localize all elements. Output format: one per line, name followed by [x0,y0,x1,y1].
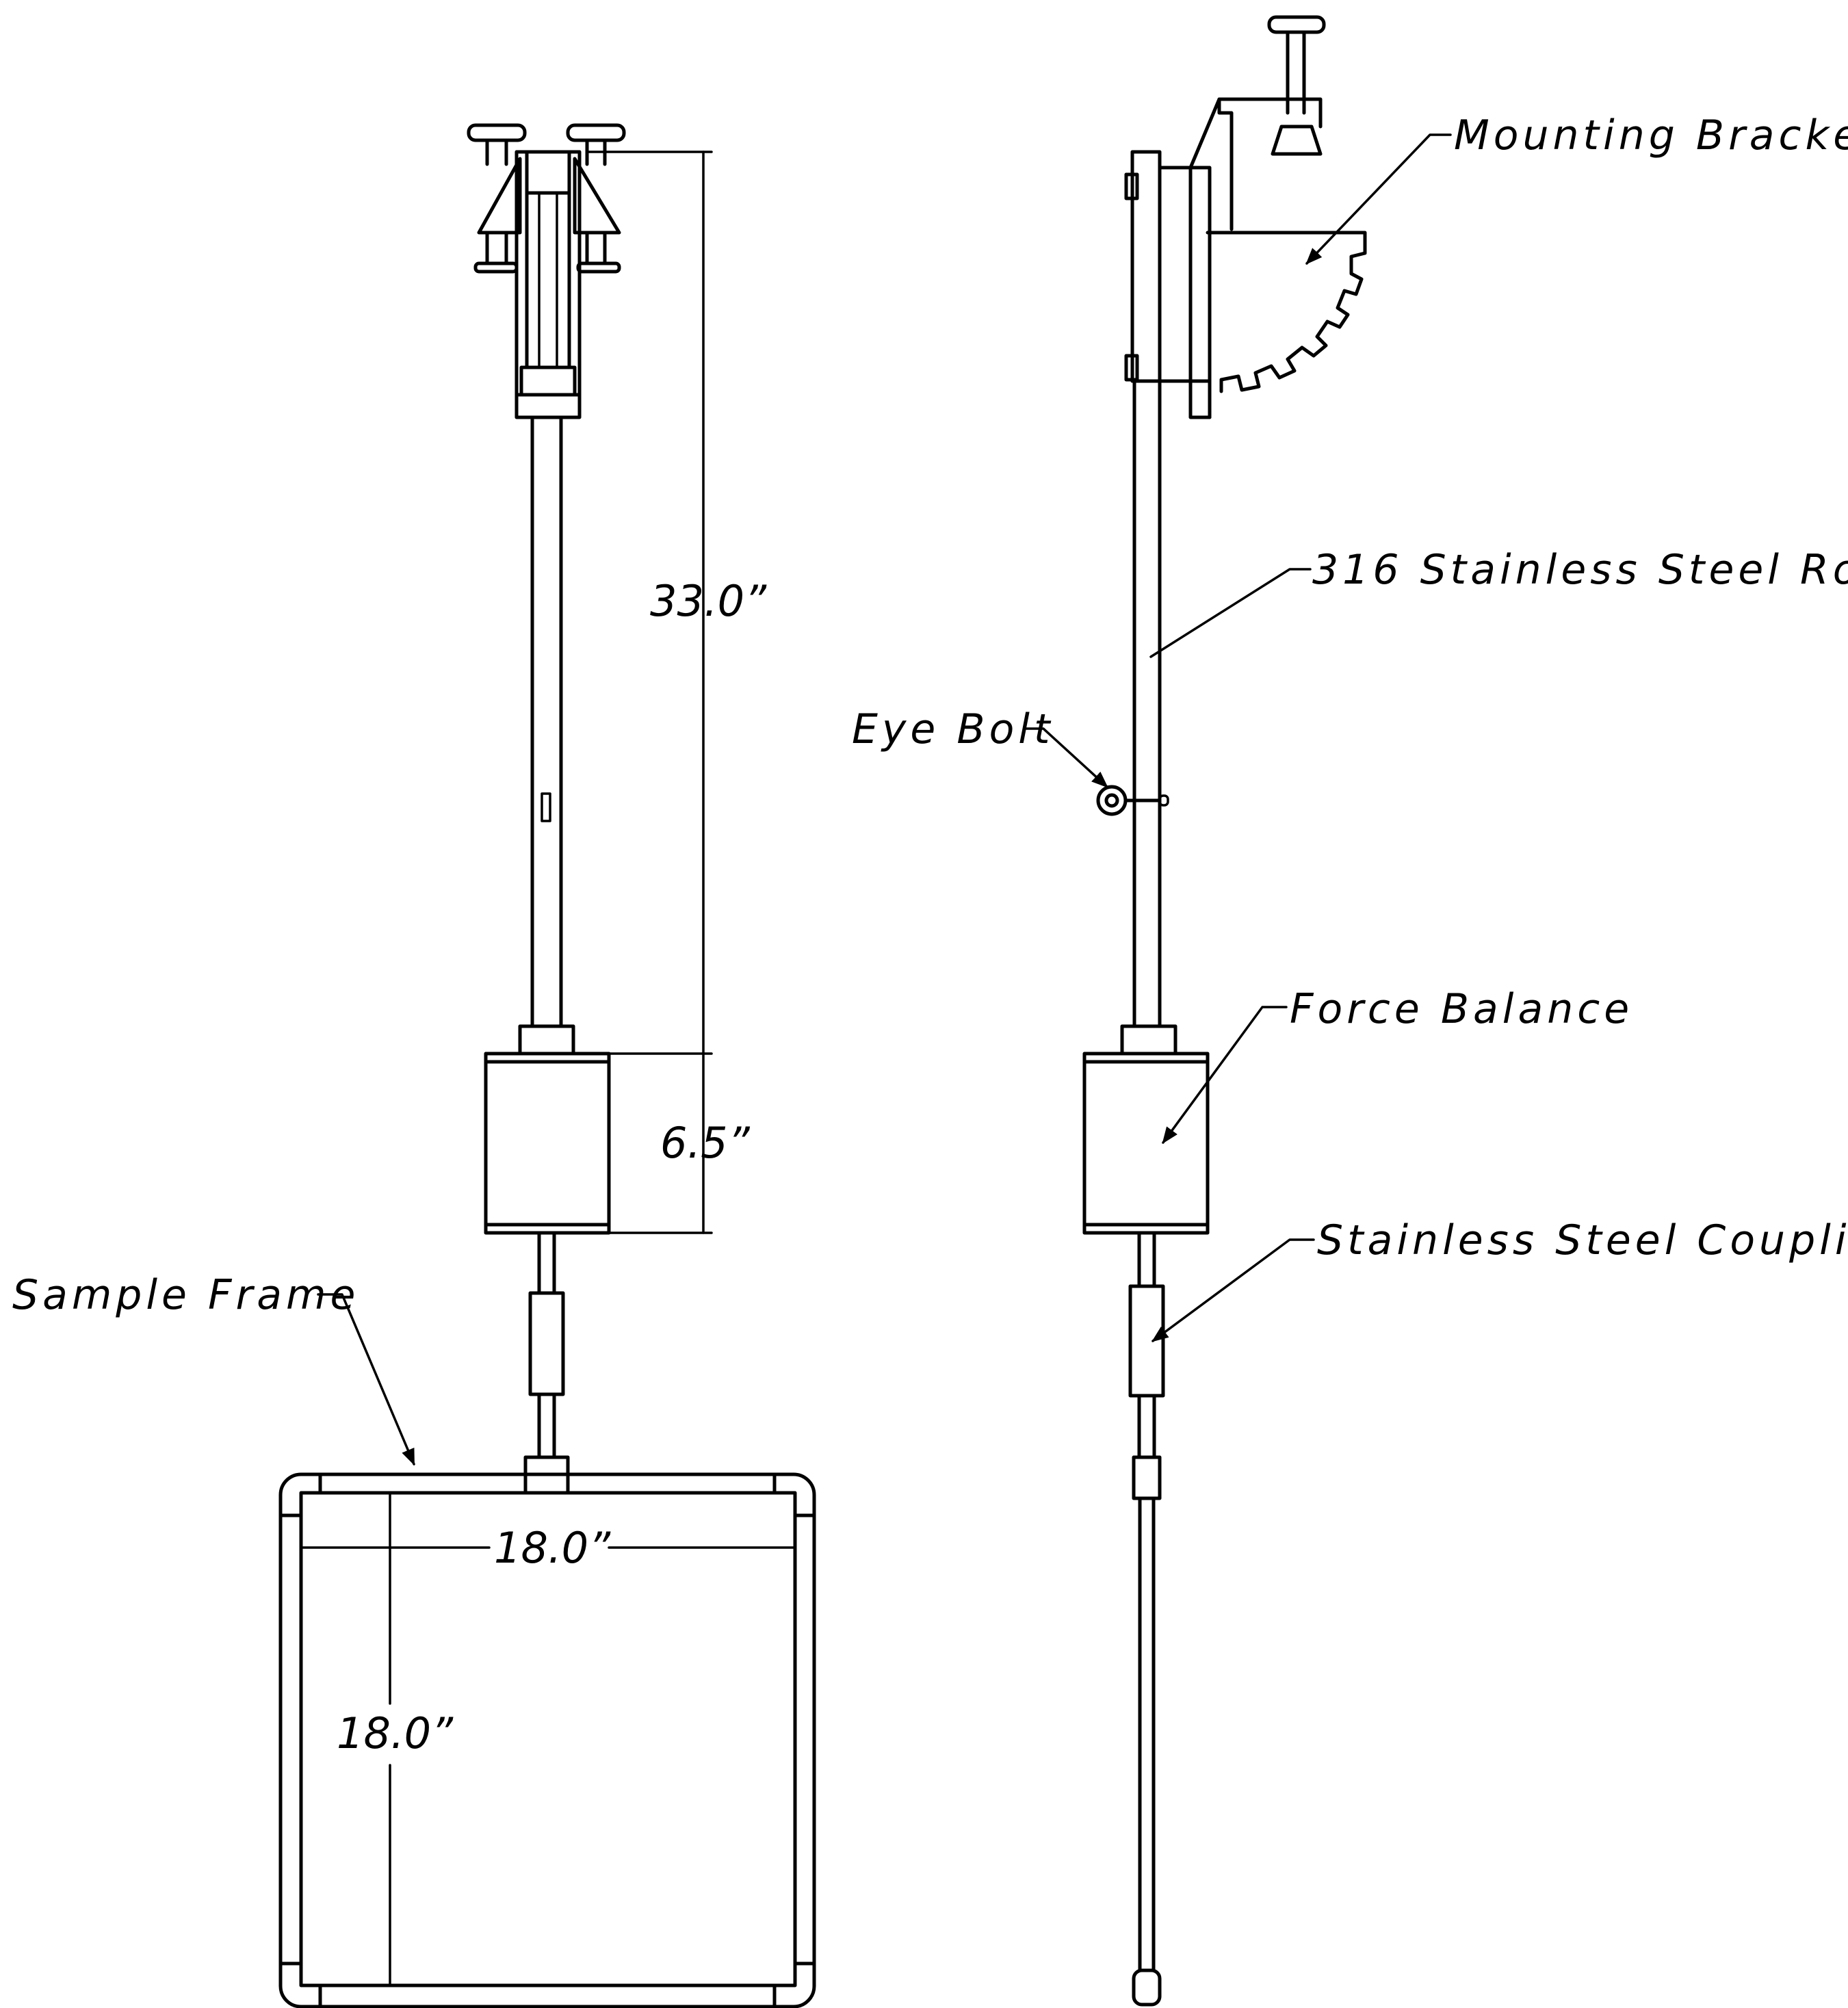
label-eye-bolt: Eye Bolt [852,705,1054,753]
label-force-balance: Force Balance [1290,985,1633,1033]
sample-frame [278,1472,816,2008]
side-view [1082,15,1367,2007]
front-view [278,123,816,2008]
front-rod [518,415,575,1056]
front-mount-housing [515,150,582,419]
label-sample-frame: Sample Frame [12,1271,359,1319]
label-rod: 316 Stainless Steel Rod [1312,546,1848,594]
front-force-balance [484,1052,611,1235]
dimension-text: 33.0” 6.5” 18.0” 18.0” [337,576,767,1758]
front-clamp-knobs [467,123,626,166]
dim-frame-width: 18.0” [494,1523,611,1573]
front-coupling [523,1231,570,1495]
side-force-balance [1082,1052,1210,1235]
side-eye-bolt [1096,785,1169,816]
dim-balance-height: 6.5” [660,1118,751,1168]
side-rod-plate [1124,150,1212,383]
front-clamp-body [473,157,621,274]
side-coupling [1128,1231,1165,2007]
side-clamp-knob [1267,15,1326,156]
label-coupling: Stainless Steel Coupling [1317,1216,1848,1264]
label-mounting-bracket: Mounting Bracket [1454,112,1848,159]
front-dimension-lines [300,151,796,1987]
side-protractor [1219,231,1367,393]
leader-lines [317,133,1452,1466]
side-rod [1120,379,1177,1056]
dim-rod-length: 33.0” [650,576,767,626]
labels: Mounting Bracket 316 Stainless Steel Rod… [12,112,1848,1319]
dim-frame-height: 18.0” [337,1708,454,1758]
